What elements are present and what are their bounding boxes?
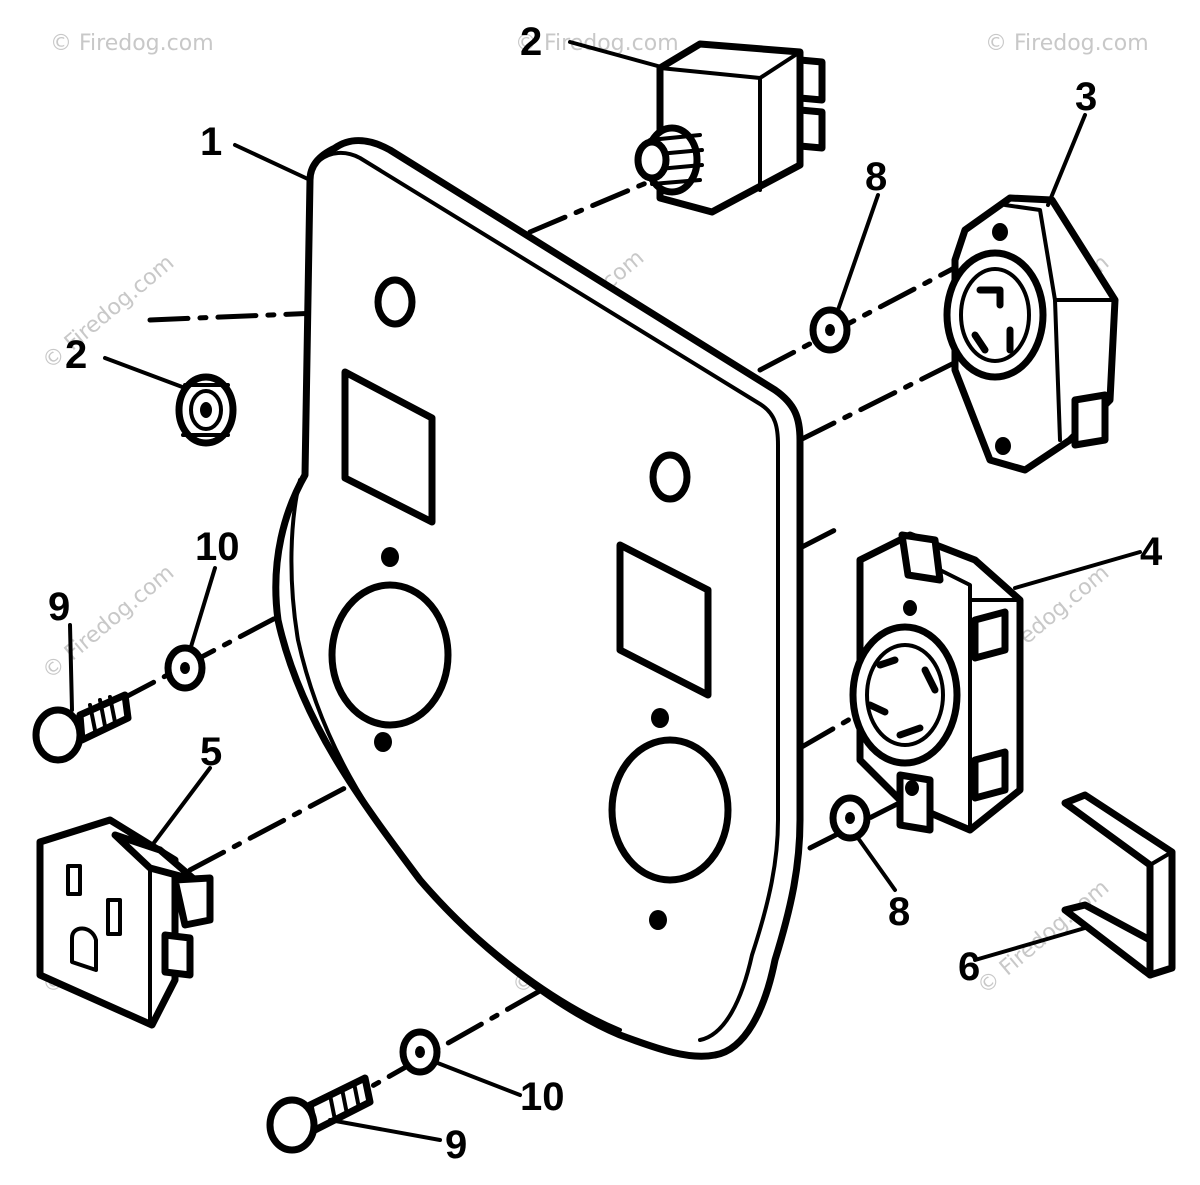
callout-6: 6 bbox=[958, 945, 980, 989]
callout-8-lower: 8 bbox=[888, 890, 910, 934]
callout-4: 4 bbox=[1140, 530, 1163, 574]
circuit-breaker bbox=[634, 40, 826, 216]
callout-10-bottom: 10 bbox=[520, 1075, 565, 1119]
callout-8-upper: 8 bbox=[865, 155, 887, 199]
washer-upper bbox=[809, 306, 851, 354]
breaker-nut bbox=[175, 373, 237, 447]
callout-2-left: 2 bbox=[65, 333, 87, 377]
watermark-3: © Firedog.com bbox=[985, 31, 1149, 56]
callout-labels: 1 2 2 3 4 5 6 8 8 9 9 10 10 bbox=[48, 20, 1163, 1167]
screw-bottom bbox=[266, 1074, 374, 1154]
watermark-12: © Firedog.com bbox=[973, 875, 1114, 999]
watermark-4: © Firedog.com bbox=[38, 250, 179, 374]
lockwasher-left bbox=[164, 644, 206, 692]
duplex-receptacle bbox=[36, 816, 214, 1029]
twist-lock-receptacle-upper bbox=[943, 194, 1119, 474]
mounting-panel bbox=[272, 137, 804, 1060]
leader-lines bbox=[68, 40, 1142, 1142]
callout-1: 1 bbox=[200, 120, 222, 164]
washer-lower bbox=[829, 794, 871, 842]
callout-9-bottom: 9 bbox=[445, 1123, 467, 1167]
twist-lock-receptacle-lower bbox=[849, 531, 1024, 834]
lockwasher-bottom bbox=[399, 1028, 441, 1076]
callout-5: 5 bbox=[200, 730, 222, 774]
callout-2-top: 2 bbox=[520, 20, 542, 64]
screw-left bbox=[32, 691, 132, 764]
callout-10-left: 10 bbox=[195, 525, 240, 569]
bracket bbox=[1061, 791, 1176, 979]
watermark-1: © Firedog.com bbox=[50, 31, 214, 56]
watermark-2: © Firedog.com bbox=[515, 31, 679, 56]
callout-3: 3 bbox=[1075, 75, 1097, 119]
callout-9-left: 9 bbox=[48, 585, 70, 629]
